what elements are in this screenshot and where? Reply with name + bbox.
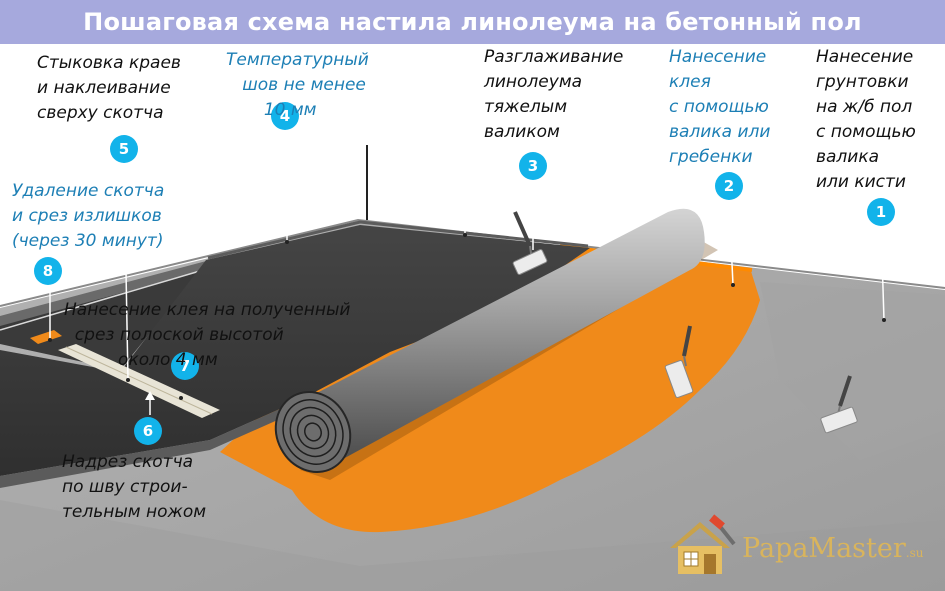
step-label-8: Удаление скотча и срез излишков (через 3… [12, 181, 165, 251]
step-number-8: 8 [43, 262, 53, 280]
tape-gap-line [0, 267, 211, 331]
linoleum-roll [274, 208, 705, 473]
logo-text: PapaMaster.su [742, 533, 923, 564]
tape-center-line [65, 346, 213, 415]
house-logo-icon [670, 514, 736, 574]
main-linoleum-back-edge [207, 220, 589, 260]
step-badge-7: 7 [171, 352, 199, 380]
step-label-1: Нанесение грунтовки на ж/б пол с помощью… [816, 47, 916, 192]
main-linoleum [0, 225, 590, 476]
step-badge-8: 8 [34, 257, 62, 285]
page-title: Пошаговая схема настила линолеума на бет… [83, 8, 862, 36]
step-number-1: 1 [876, 203, 886, 221]
wall-edge [0, 218, 945, 307]
step-label-5: Стыковка краев и наклеивание сверху скот… [37, 53, 181, 123]
step-badge-5: 5 [110, 135, 138, 163]
step-label-7: Нанесение клея на полученный срез полоск… [64, 300, 351, 370]
roller-tool-2 [664, 325, 694, 398]
step-label-4: Температурный шов не менее 10 мм [226, 50, 369, 120]
pointer-dots [48, 233, 886, 400]
step-number-6: 6 [143, 422, 153, 440]
pointer-lines [49, 128, 885, 415]
left-linoleum-sheet [0, 262, 208, 370]
step-number-2: 2 [724, 177, 734, 195]
roller-tool-3 [512, 211, 548, 275]
step-badge-3: 3 [519, 152, 547, 180]
title-bar: Пошаговая схема настила линолеума на бет… [0, 0, 945, 44]
step-badge-1: 1 [867, 198, 895, 226]
roller-tool-1 [820, 375, 858, 434]
step-label-2: Нанесение клея с помощью валика или греб… [669, 47, 771, 167]
step-label-3: Разглаживание линолеума тяжелым валиком [484, 47, 624, 142]
logo-name: PapaMaster [742, 533, 906, 564]
step-number-4: 4 [280, 107, 290, 125]
primer-area [760, 282, 945, 460]
step-number-5: 5 [119, 140, 129, 158]
linoleum-thickness [0, 400, 300, 488]
step-label-6: Надрез скотча по шву строи- тельным ножо… [62, 452, 207, 522]
glue-bead [30, 330, 62, 344]
step-badge-2: 2 [715, 172, 743, 200]
step-badge-4: 4 [271, 102, 299, 130]
papamaster-logo: PapaMaster.su [664, 514, 923, 580]
glue-layer [220, 245, 760, 533]
step-badge-6: 6 [134, 417, 162, 445]
step-number-3: 3 [528, 157, 538, 175]
logo-domain-suffix: .su [905, 546, 924, 560]
left-sheet-edge [0, 260, 214, 326]
step-number-7: 7 [180, 357, 190, 375]
